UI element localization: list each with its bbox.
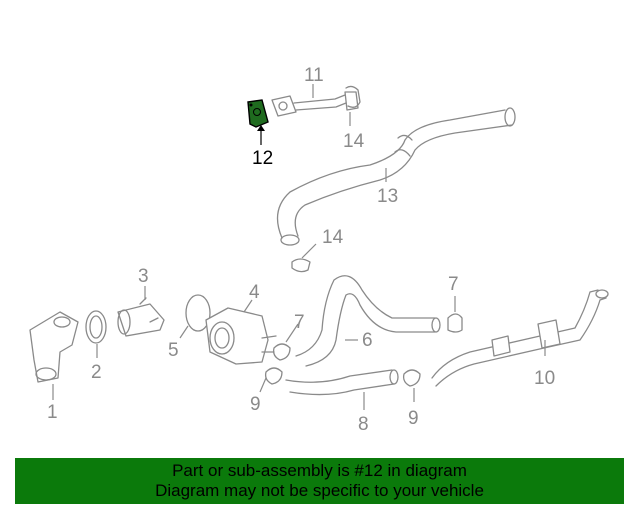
part-14-clamp-upper[interactable] [345, 85, 361, 108]
leader-7-left [285, 323, 299, 343]
parts-diagram: 12 11 14 13 14 1 2 [29, 65, 609, 435]
callout-14-upper[interactable]: 14 [343, 131, 365, 152]
part-6-hose[interactable] [295, 275, 441, 367]
banner-line-part: Part or sub-assembly is #12 in diagram [172, 461, 467, 480]
part-9-clamp-left[interactable] [264, 367, 283, 385]
callout-9-left[interactable]: 9 [250, 394, 261, 415]
part-7-clamp-right[interactable] [447, 313, 463, 333]
part-2-gasket[interactable] [85, 310, 107, 344]
callout-11[interactable]: 11 [304, 65, 324, 86]
callout-2[interactable]: 2 [91, 362, 102, 383]
part-7-clamp-left[interactable] [272, 343, 291, 361]
part-13-hose[interactable] [276, 107, 516, 246]
leader-4 [243, 299, 253, 313]
part-5-o-ring[interactable] [185, 294, 211, 332]
leader-5 [179, 325, 189, 339]
leader-14-lower [301, 243, 317, 259]
part-3-thermostat[interactable] [117, 297, 165, 337]
callout-7-left[interactable]: 7 [294, 312, 305, 333]
callout-14-lower[interactable]: 14 [322, 227, 344, 248]
callout-1[interactable]: 1 [47, 402, 58, 423]
part-14-clamp-lower[interactable] [291, 258, 311, 273]
callout-8[interactable]: 8 [358, 414, 369, 435]
callout-12[interactable]: 12 [252, 148, 273, 169]
callout-10[interactable]: 10 [534, 368, 555, 389]
part-10-water-pipe[interactable] [431, 289, 609, 387]
callout-5[interactable]: 5 [168, 340, 179, 361]
part-4-inlet-housing[interactable] [205, 307, 277, 365]
callout-6[interactable]: 6 [362, 330, 373, 351]
callout-4[interactable]: 4 [249, 282, 260, 303]
info-banner: Part or sub-assembly is #12 in diagram D… [15, 458, 624, 504]
part-11-pipe[interactable] [271, 91, 359, 117]
banner-line-disclaimer: Diagram may not be specific to your vehi… [155, 481, 484, 500]
part-12-gasket[interactable] [247, 99, 269, 128]
part-8-hose[interactable] [285, 369, 399, 396]
callout-7-right[interactable]: 7 [448, 274, 459, 295]
leader-9-left [259, 377, 267, 393]
callout-13[interactable]: 13 [377, 186, 398, 207]
part-1-water-outlet[interactable] [29, 311, 79, 383]
part-9-clamp-right[interactable] [402, 369, 421, 387]
callout-3[interactable]: 3 [138, 266, 149, 287]
callout-9-right[interactable]: 9 [408, 408, 419, 429]
leader-12-arrow [257, 125, 265, 131]
